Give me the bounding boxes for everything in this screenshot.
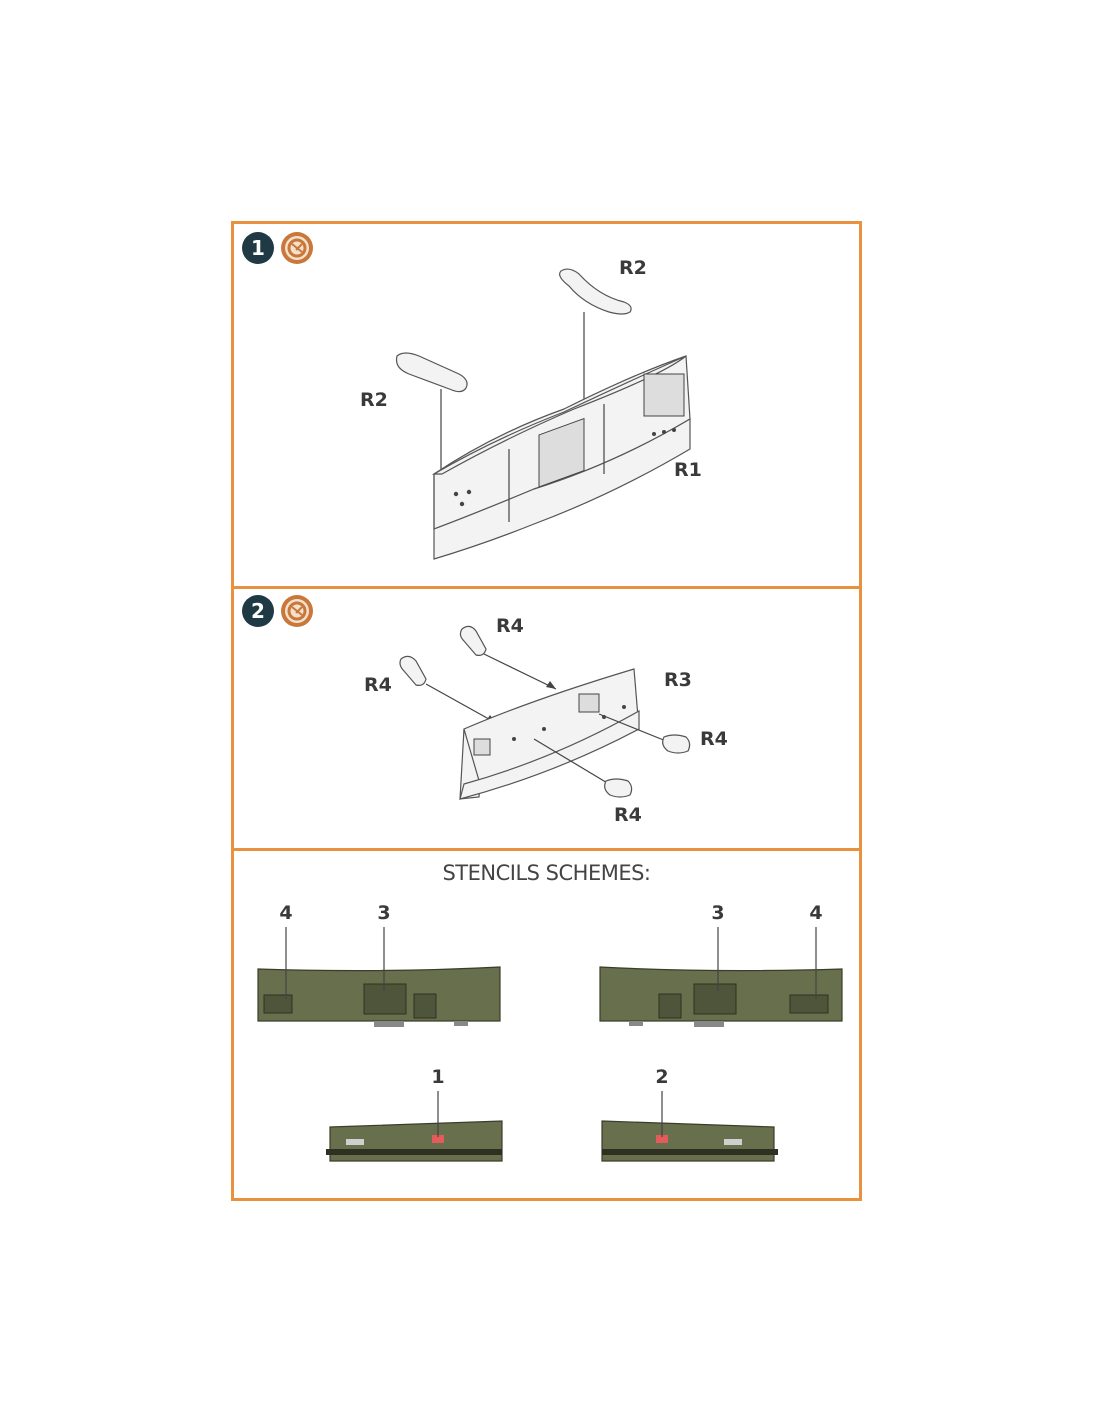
part-r4-right	[598, 713, 691, 754]
stencil-top-right	[601, 1120, 778, 1162]
stencil-side-left	[257, 966, 501, 1027]
callout-3-right: 3	[711, 902, 724, 924]
callout-4-left: 4	[279, 902, 292, 924]
callout-3-left: 3	[377, 902, 390, 924]
part-r1-body	[431, 355, 691, 560]
step-2-number: 2	[251, 599, 265, 623]
stencils-panel: STENCILS SCHEMES: 4 3	[234, 848, 859, 1201]
glue-icon	[281, 232, 313, 264]
label-r3: R3	[664, 669, 692, 691]
step-1-badge: 1	[242, 232, 274, 264]
callout-4-right: 4	[809, 902, 822, 924]
label-r4-bottom: R4	[614, 804, 642, 826]
part-r4-bottom	[533, 738, 633, 798]
label-r4-right: R4	[700, 728, 728, 750]
part-r4-top	[459, 625, 557, 690]
label-r4-left: R4	[364, 674, 392, 696]
label-r4-top: R4	[496, 615, 524, 637]
glue-icon	[281, 595, 313, 627]
stencils-title: STENCILS SCHEMES:	[442, 861, 651, 885]
step-1-number: 1	[251, 236, 265, 260]
callout-1: 1	[431, 1066, 444, 1088]
step-2-diagram: 2 R4 R4	[242, 595, 728, 826]
stencil-side-right	[599, 966, 843, 1027]
callout-2: 2	[655, 1066, 668, 1088]
stencil-top-left	[326, 1120, 503, 1162]
part-r4-left	[399, 655, 497, 724]
step-1-diagram: 1 R2 R2	[242, 232, 702, 560]
stencils-diagram: 4 3 3 4 1	[257, 902, 843, 1162]
instruction-frame: 1 R2 R2	[231, 221, 862, 1201]
step-1-panel: 1 R2 R2	[234, 224, 859, 583]
label-r1: R1	[674, 459, 702, 481]
part-r2-left	[395, 352, 468, 469]
label-r2-right: R2	[619, 257, 647, 279]
step-2-panel: 2 R4 R4	[234, 586, 859, 848]
step-2-badge: 2	[242, 595, 274, 627]
label-r2-left: R2	[360, 389, 388, 411]
part-r3-body	[459, 668, 640, 800]
part-r2-right	[559, 268, 632, 399]
